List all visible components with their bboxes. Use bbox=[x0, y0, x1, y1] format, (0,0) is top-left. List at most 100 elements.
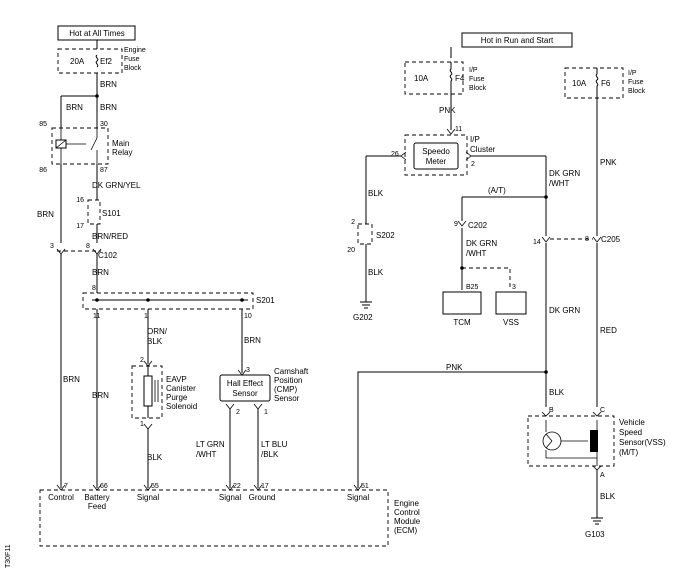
c102-pin-3: 3 bbox=[50, 243, 54, 250]
cmp-label-l4: Sensor bbox=[274, 394, 300, 403]
ecm-name-l2: Control bbox=[394, 508, 420, 517]
ecm-name-l3: Module bbox=[394, 517, 421, 526]
eavp-pin-2: 2 bbox=[140, 357, 144, 364]
ecm-module: 7 66 55 22 17 51 Control Battery Feed Si… bbox=[39, 483, 421, 547]
tcm-box: B25 TCM bbox=[442, 284, 482, 327]
vss-label-l4: (M/T) bbox=[619, 448, 638, 457]
connector-c202-label: C202 bbox=[468, 221, 488, 230]
wire-label-ltgrn-l1: LT GRN bbox=[196, 440, 225, 449]
ecm-pin-17: 17 bbox=[261, 483, 269, 490]
wire-label-brn-7: BRN bbox=[92, 391, 109, 400]
hall-pin-1: 1 bbox=[264, 409, 268, 416]
wire-label-dkgrn: DK GRN bbox=[549, 306, 580, 315]
fuse-ef2-block-l2: Fuse bbox=[124, 56, 140, 63]
ecm-pin-55: 55 bbox=[151, 483, 159, 490]
cluster-label-l2: Cluster bbox=[470, 145, 496, 154]
connector-c205: 14 8 C205 bbox=[533, 235, 621, 246]
relay-label-l1: Main bbox=[112, 139, 129, 148]
wire-label-blk-2: BLK bbox=[368, 189, 384, 198]
fuse-f6-block-l2: Fuse bbox=[628, 79, 644, 86]
wire-label-ltgrn-l2: /WHT bbox=[196, 450, 217, 459]
c205-pin-8: 8 bbox=[585, 236, 589, 243]
wire-label-brn-5: BRN bbox=[63, 375, 80, 384]
eavp-solenoid: 2 1 EAVP Canister Purge Solenoid bbox=[131, 357, 197, 430]
figure-code: T30F11 bbox=[5, 544, 12, 568]
eavp-pin-1: 1 bbox=[140, 421, 144, 428]
wire-label-brn-red: BRN/RED bbox=[92, 232, 128, 241]
vss-coil-icon bbox=[590, 430, 598, 452]
main-relay: 85 30 86 87 Main Relay bbox=[39, 121, 132, 174]
header-hot-run-start-text: Hot in Run and Start bbox=[481, 36, 554, 45]
wire-label-brn-3: BRN bbox=[100, 103, 117, 112]
ecm-pin-66: 66 bbox=[100, 483, 108, 490]
fuse-f4-icon bbox=[449, 62, 453, 94]
ecm-label-battery-l1: Battery bbox=[84, 493, 109, 502]
ecm-pin-7: 7 bbox=[64, 483, 68, 490]
vss-label-l2: Speed bbox=[619, 428, 642, 437]
eavp-label-l4: Solenoid bbox=[166, 402, 197, 411]
fuse-ef2-block-l1: Engine bbox=[124, 47, 146, 54]
vss-label-l1: Vehicle bbox=[619, 418, 645, 427]
ecm-label-signal-22: Signal bbox=[219, 493, 241, 502]
c205-pin-14: 14 bbox=[533, 239, 541, 246]
wire-label-red: RED bbox=[600, 326, 617, 335]
solenoid-coil-icon bbox=[143, 375, 153, 407]
wire-label-dkgrn-yel: DK GRN/YEL bbox=[92, 181, 141, 190]
tcm-label: TCM bbox=[453, 318, 471, 327]
ecm-name-l4: (ECM) bbox=[394, 526, 417, 535]
ecm-name-l1: Engine bbox=[394, 499, 419, 508]
header-hot-always-text: Hot at All Times bbox=[69, 29, 125, 38]
cmp-label-l2: Position bbox=[274, 376, 302, 385]
ecm-label-signal-55: Signal bbox=[137, 493, 159, 502]
cluster-pin-2: 2 bbox=[471, 161, 475, 168]
ground-g202-icon bbox=[360, 301, 372, 309]
connector-c205-label: C205 bbox=[601, 235, 621, 244]
fuse-f6-rating: 10A bbox=[572, 79, 587, 88]
wire-label-ltblu-l1: LT BLU bbox=[261, 440, 288, 449]
wire-label-dkgrn-wht-l1: DK GRN bbox=[549, 169, 580, 178]
ecm-label-ground-17: Ground bbox=[249, 493, 276, 502]
wire-label-ltblu-l2: /BLK bbox=[261, 450, 279, 459]
vss-pin-b: B bbox=[549, 407, 554, 414]
splice-s201-label: S201 bbox=[256, 296, 275, 305]
fuse-f4-rating: 10A bbox=[414, 74, 429, 83]
wire-label-pnk-3: PNK bbox=[446, 363, 463, 372]
vss-pin-c: C bbox=[600, 407, 605, 414]
ground-g103-icon bbox=[591, 517, 603, 525]
s201-pin-8: 8 bbox=[92, 285, 96, 292]
ecm-label-signal-51: Signal bbox=[347, 493, 369, 502]
fuse-f6-block-l3: Block bbox=[628, 88, 646, 95]
ground-g202-label: G202 bbox=[353, 313, 373, 322]
connector-c102: 3 8 C102 bbox=[50, 243, 118, 260]
wire-label-pnk-2: PNK bbox=[600, 158, 617, 167]
relay-pin-85: 85 bbox=[39, 121, 47, 128]
hall-pin-2: 2 bbox=[236, 409, 240, 416]
vss-label-l3: Sensor(VSS) bbox=[619, 438, 666, 447]
fuse-f4-block-l1: I/P bbox=[469, 67, 478, 74]
s201-pin-10: 10 bbox=[244, 313, 252, 320]
fuse-ef2-block-l3: Block bbox=[124, 65, 142, 72]
s202-pin-20: 20 bbox=[347, 247, 355, 254]
wire-label-brn-1: BRN bbox=[100, 80, 117, 89]
fuse-f4-block-l2: Fuse bbox=[469, 76, 485, 83]
cluster-pin-26: 26 bbox=[391, 151, 399, 158]
hall-label-l2: Sensor bbox=[232, 389, 258, 398]
cluster-label-l1: I/P bbox=[470, 135, 480, 144]
vss-box-label: VSS bbox=[503, 318, 519, 327]
wire-label-dkgrn-wht2-l2: /WHT bbox=[466, 249, 487, 258]
wire-label-brn-4: BRN bbox=[37, 210, 54, 219]
wire-label-orn-l2: BLK bbox=[147, 337, 163, 346]
fuse-f4-block-l3: Block bbox=[469, 85, 487, 92]
fuse-f4-id: F4 bbox=[455, 74, 465, 83]
vss-box: 3 VSS bbox=[495, 284, 527, 327]
fuse-f4-box bbox=[404, 61, 464, 95]
wire-label-pnk-1: PNK bbox=[439, 106, 456, 115]
wire-label-blk-1: BLK bbox=[147, 453, 163, 462]
ground-g103-label: G103 bbox=[585, 530, 605, 539]
wire-label-blk-4: BLK bbox=[549, 388, 565, 397]
splice-s101-box bbox=[87, 199, 101, 225]
wire-label-blk-3: BLK bbox=[368, 268, 384, 277]
splice-s201: 8 11 1 10 S201 bbox=[82, 285, 275, 320]
s101-pin-16: 16 bbox=[76, 197, 84, 204]
